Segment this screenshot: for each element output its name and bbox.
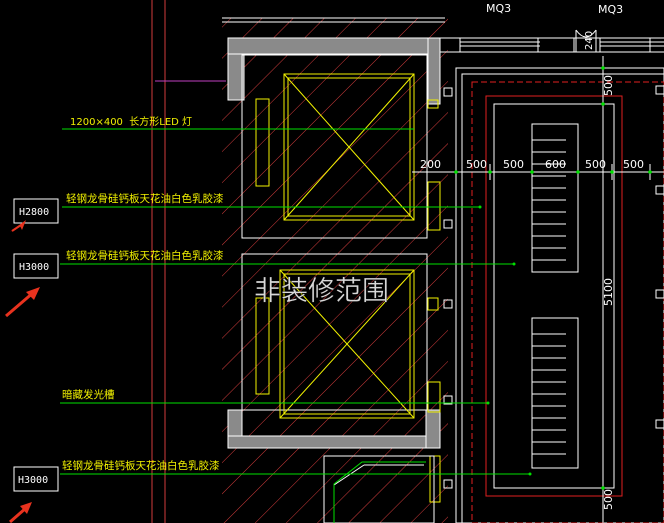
dim-v-500-top: 500: [602, 75, 615, 96]
elevator-car-lower: [241, 253, 428, 419]
door-mq3-leaf: [575, 29, 597, 52]
dim-h-500-a: 500: [466, 158, 487, 171]
height-tag-3: H3000: [13, 466, 59, 492]
arrow-icon-3: [9, 502, 32, 523]
room-outline: [455, 67, 664, 523]
callout-ceiling-2: 轻钢龙骨硅钙板天花油白色乳胶漆: [66, 249, 224, 262]
height-tag-2-text: H3000: [19, 262, 49, 273]
room-edge-marks: [443, 85, 664, 489]
elevator-car-upper: [241, 54, 428, 239]
callout-light-trough: 暗藏发光槽: [62, 388, 115, 401]
lower-green-outline: [333, 461, 426, 523]
dim-v-500-bottom: 500: [602, 489, 615, 510]
dim-h-500-d: 500: [623, 158, 644, 171]
leader-lines: [60, 128, 530, 475]
dimension-ticks: [454, 66, 652, 490]
arrow-icon-2: [5, 287, 40, 318]
led-panel-upper: [531, 123, 579, 273]
callout-ceiling-1: 轻钢龙骨硅钙板天花油白色乳胶漆: [66, 192, 224, 205]
dim-h-500-b: 500: [503, 158, 524, 171]
lower-structure: [323, 455, 435, 523]
height-tag-1-text: H2800: [19, 207, 49, 218]
door-mq3-walls: [440, 37, 664, 53]
callout-led-light: 1200×400 长方形LED 灯: [70, 115, 192, 128]
shaft-walls: [227, 37, 441, 449]
axis-lines: [151, 0, 166, 523]
dim-h-200: 200: [420, 158, 441, 171]
height-tag-1: H2800: [13, 198, 59, 224]
dim-v-5100: 5100: [602, 278, 615, 306]
dim-h-600: 600: [545, 158, 566, 171]
door-tag-mq3-right: MQ3: [598, 3, 623, 16]
door-tag-mq3-left: MQ3: [486, 2, 511, 15]
led-panel-lower: [531, 317, 579, 469]
dim-h-500-c: 500: [585, 158, 606, 171]
non-decoration-label: 非装修范围: [254, 276, 389, 307]
door-hardware: [427, 99, 441, 503]
height-tag-2: H3000: [13, 253, 59, 279]
dim-v-240: 240: [584, 31, 595, 50]
callout-ceiling-3: 轻钢龙骨硅钙板天花油白色乳胶漆: [62, 459, 220, 472]
height-tag-3-text: H3000: [18, 475, 48, 486]
leader-dots: [478, 205, 532, 476]
arrow-icon-1: [10, 220, 26, 232]
